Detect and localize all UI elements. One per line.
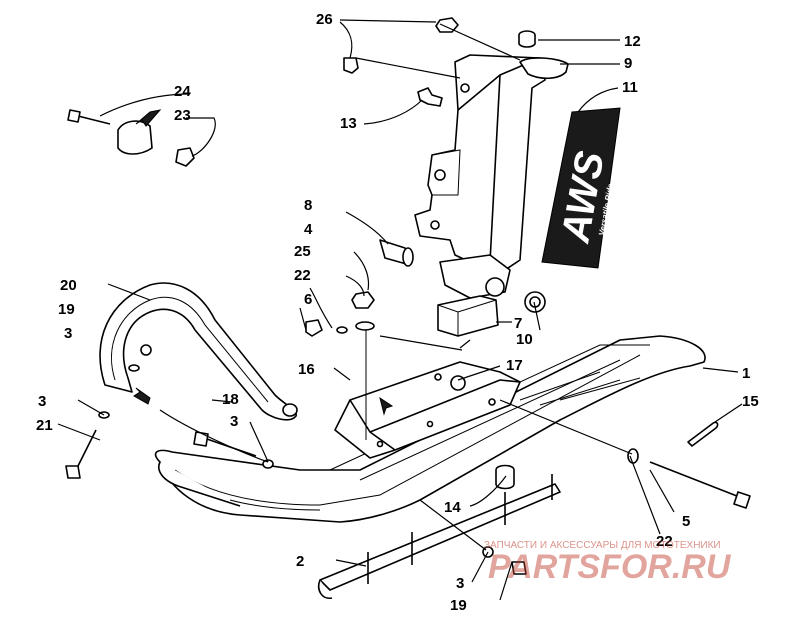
callout-7: 7 bbox=[514, 315, 522, 332]
callout-3-a: 3 bbox=[64, 325, 72, 342]
callout-13: 13 bbox=[340, 115, 357, 132]
leader-lines bbox=[57, 19, 743, 601]
spindle-housing bbox=[414, 54, 569, 299]
callout-19-b: 19 bbox=[450, 597, 467, 614]
callout-23: 23 bbox=[174, 107, 191, 124]
callout-25: 25 bbox=[294, 243, 311, 260]
wear-bar bbox=[317, 474, 561, 600]
ski-saddle bbox=[334, 361, 521, 459]
callout-26: 26 bbox=[316, 11, 333, 28]
callout-5: 5 bbox=[682, 513, 690, 530]
small-parts bbox=[65, 17, 751, 575]
callout-4: 4 bbox=[304, 221, 313, 238]
callout-14: 14 bbox=[444, 499, 461, 516]
callout-11: 11 bbox=[622, 79, 638, 96]
callout-22-a: 22 bbox=[294, 267, 311, 284]
callout-1: 1 bbox=[742, 365, 750, 382]
callout-19-a: 19 bbox=[58, 301, 75, 318]
callout-15: 15 bbox=[742, 393, 759, 410]
callout-labels: 1 2 3 3 3 3 4 5 6 7 8 9 10 11 12 13 14 1… bbox=[36, 11, 759, 614]
callout-9: 9 bbox=[624, 55, 632, 72]
ski bbox=[154, 335, 706, 523]
watermark-tagline: ЗАПЧАСТИ И АКСЕССУАРЫ ДЛЯ МОТОТЕХНИКИ bbox=[484, 540, 721, 551]
callout-8: 8 bbox=[304, 197, 312, 214]
callout-16: 16 bbox=[298, 361, 315, 378]
callout-17: 17 bbox=[506, 357, 523, 374]
ski-loop bbox=[99, 282, 298, 421]
callout-6: 6 bbox=[304, 291, 312, 308]
callout-3-c: 3 bbox=[230, 413, 238, 430]
callout-3-b: 3 bbox=[38, 393, 46, 410]
callout-2: 2 bbox=[296, 553, 304, 570]
callout-20: 20 bbox=[60, 277, 77, 294]
callout-22-b: 22 bbox=[656, 533, 673, 550]
watermark: ЗАПЧАСТИ И АКСЕССУАРЫ ДЛЯ МОТОТЕХНИКИ PA… bbox=[484, 540, 732, 586]
watermark-logo: PARTSFOR.RU bbox=[488, 548, 732, 586]
aws-decal: AWS Versatile Ride bbox=[541, 107, 621, 269]
callout-24: 24 bbox=[174, 83, 191, 100]
callout-12: 12 bbox=[624, 33, 641, 50]
callout-10: 10 bbox=[516, 331, 533, 348]
callout-21: 21 bbox=[36, 417, 53, 434]
callout-18: 18 bbox=[222, 391, 239, 408]
callout-3-d: 3 bbox=[456, 575, 464, 592]
